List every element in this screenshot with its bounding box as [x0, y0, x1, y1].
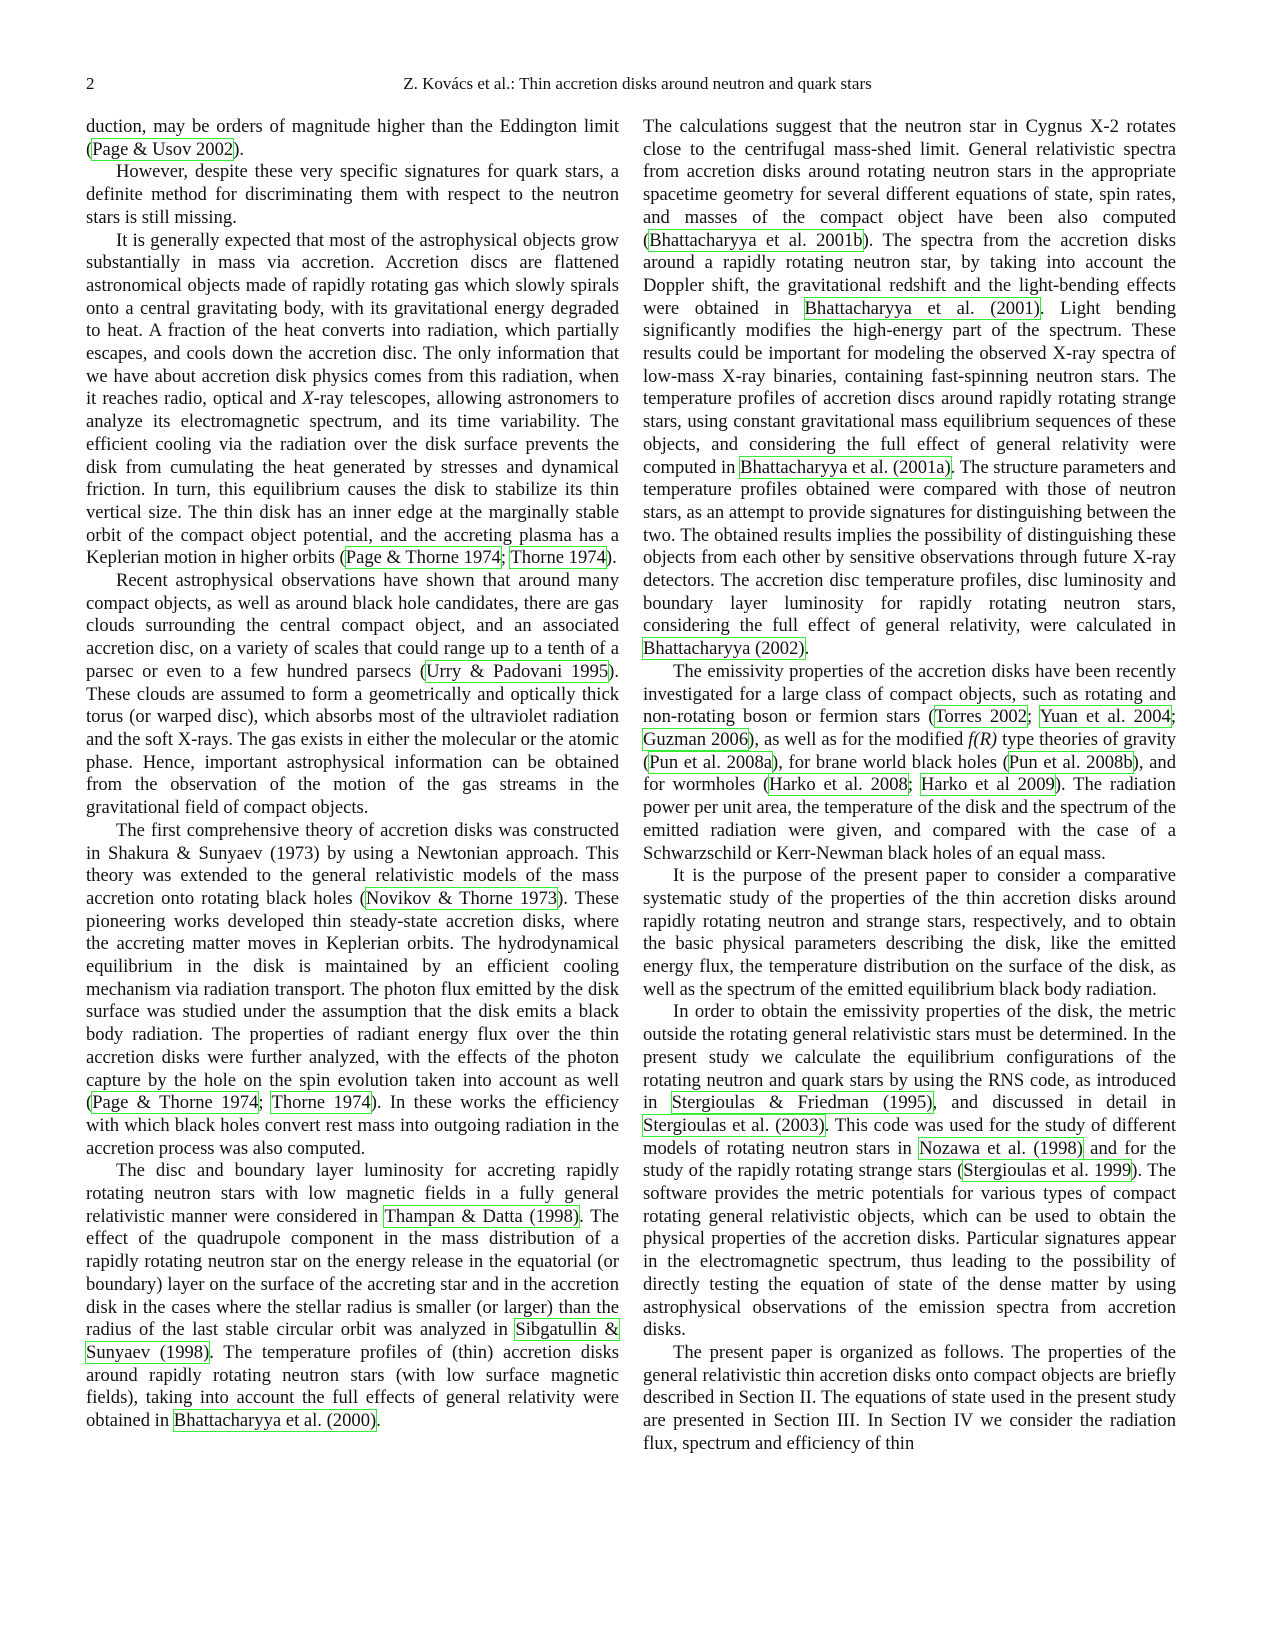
citation-link[interactable]: Stergioulas et al. (2003) — [642, 1113, 826, 1137]
citation-link[interactable]: Page & Thorne 1974 — [344, 546, 502, 570]
left-column: duction, may be orders of magnitude high… — [84, 116, 621, 1433]
citation-link[interactable]: Harko et al 2009 — [919, 773, 1056, 797]
paragraph: In order to obtain the emissivity proper… — [642, 1001, 1176, 1341]
paragraph: Recent astrophysical observations have s… — [86, 570, 620, 819]
citation-link[interactable]: Bhattacharyya et al. (2000) — [172, 1409, 378, 1433]
paragraph: duction, may be orders of magnitude high… — [86, 116, 619, 161]
citation-link[interactable]: Thorne 1974 — [509, 546, 607, 570]
citation-link[interactable]: Page & Thorne 1974 — [91, 1091, 260, 1115]
citation-link[interactable]: Stergioulas & Friedman (1995) — [670, 1091, 934, 1115]
paragraph: The present paper is organized as follow… — [643, 1341, 1176, 1454]
citation-link[interactable]: Stergioulas et al. 1999 — [962, 1159, 1133, 1183]
paragraph: The first comprehensive theory of accret… — [86, 819, 620, 1159]
right-column: The calculations suggest that the neutro… — [641, 116, 1177, 1455]
paragraph: The emissivity properties of the accreti… — [641, 660, 1177, 864]
citation-link[interactable]: Guzman 2006 — [641, 727, 750, 751]
citation-link[interactable]: Novikov & Thorne 1973 — [364, 886, 559, 910]
citation-link[interactable]: Urry & Padovani 1995 — [425, 659, 610, 683]
citation-link[interactable]: Bhattacharyya (2002) — [642, 637, 806, 661]
running-head: Z. Kovács et al.: Thin accretion disks a… — [403, 74, 872, 93]
paragraph: However, despite these very specific sig… — [86, 161, 619, 228]
citation-link[interactable]: Nozawa et al. (1998) — [918, 1136, 1084, 1160]
paragraph: It is the purpose of the present paper t… — [643, 865, 1176, 1000]
citation-link[interactable]: Torres 2002 — [933, 705, 1029, 729]
citation-link[interactable]: Harko et al. 2008 — [768, 773, 909, 797]
citation-link[interactable]: Bhattacharyya et al. (2001a) — [739, 455, 952, 479]
paragraph: The calculations suggest that the neutro… — [642, 116, 1177, 661]
citation-link[interactable]: Bhattacharyya et al. 2001b — [648, 228, 864, 252]
citation-link[interactable]: Thorne 1974 — [270, 1091, 372, 1115]
citation-link[interactable]: Bhattacharyya et al. (2001) — [803, 296, 1041, 320]
citation-link[interactable]: Pun et al. 2008a — [648, 750, 774, 774]
citation-link[interactable]: Thampan & Datta (1998) — [383, 1204, 581, 1228]
page-number: 2 — [86, 74, 95, 93]
citation-link[interactable]: Page & Usov 2002 — [91, 137, 235, 161]
paragraph: It is generally expected that most of th… — [86, 229, 620, 570]
citation-link[interactable]: Sibgatullin & Sunyaev (1998) — [84, 1318, 621, 1364]
citation-link[interactable]: Pun et al. 2008b — [1007, 750, 1134, 774]
citation-link[interactable]: Yuan et al. 2004 — [1038, 705, 1172, 729]
page-header: 2 Z. Kovács et al.: Thin accretion disks… — [86, 74, 1189, 100]
paragraph: The disc and boundary layer luminosity f… — [84, 1160, 621, 1433]
